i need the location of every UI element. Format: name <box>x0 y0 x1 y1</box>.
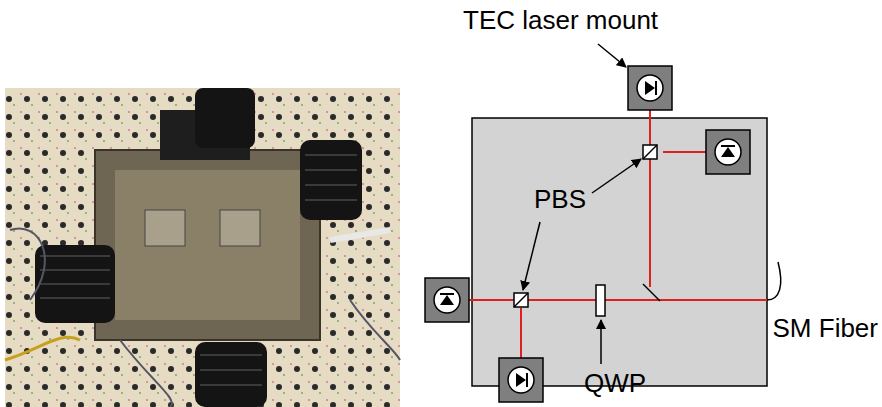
laser-mount <box>499 66 672 402</box>
breadboard-base <box>472 118 767 386</box>
fiber <box>767 262 781 300</box>
photodiode-mount <box>425 130 750 322</box>
photo <box>5 88 400 407</box>
callout-label: PBS <box>534 184 586 214</box>
waveplate <box>596 285 605 316</box>
callout-label: QWP <box>584 368 646 398</box>
leader-arrow <box>523 44 641 364</box>
callout-label: TEC laser mount <box>463 5 658 35</box>
callout-label: SM Fiber <box>773 313 878 343</box>
laser-beam <box>469 110 767 358</box>
mirror <box>643 284 660 301</box>
pbs-cube <box>514 145 657 307</box>
